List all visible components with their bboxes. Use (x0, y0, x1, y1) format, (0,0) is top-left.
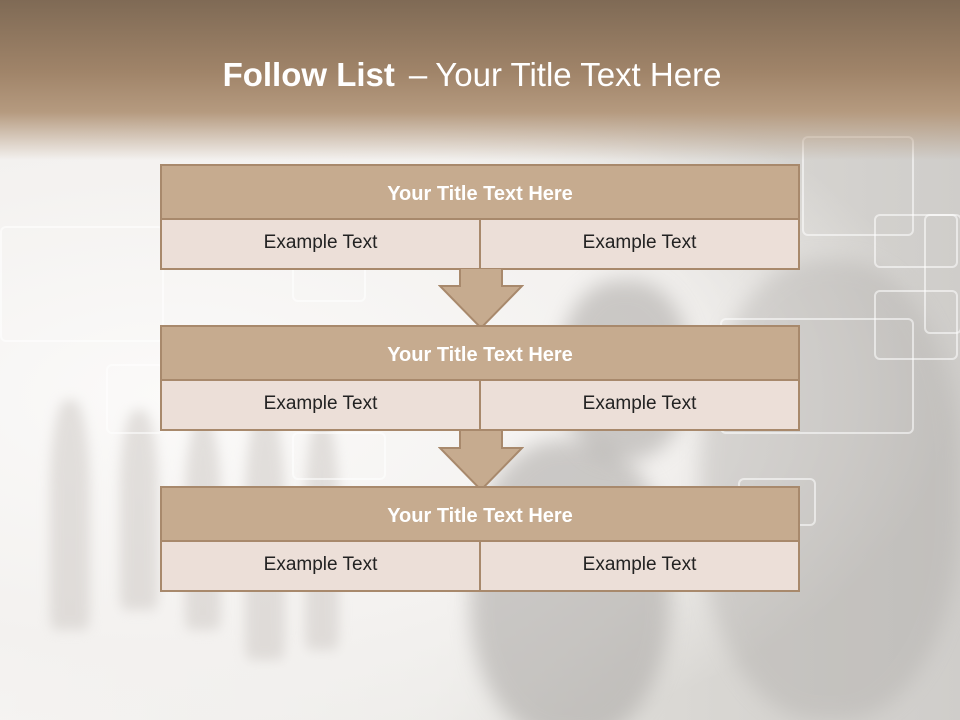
list-block-2: Your Title Text Here Example Text Exampl… (160, 325, 800, 431)
header-band (0, 0, 960, 160)
block-row: Example Text Example Text (160, 381, 800, 431)
block-cell-left: Example Text (160, 542, 481, 592)
block-row: Example Text Example Text (160, 542, 800, 592)
title-rest: Your Title Text Here (435, 56, 722, 93)
block-row: Example Text Example Text (160, 220, 800, 270)
list-block-3: Your Title Text Here Example Text Exampl… (160, 486, 800, 592)
background-frame (292, 432, 386, 480)
block-title: Your Title Text Here (160, 164, 800, 220)
block-cell-right: Example Text (481, 542, 800, 592)
block-title: Your Title Text Here (160, 325, 800, 381)
down-arrow-icon (438, 430, 524, 492)
block-title: Your Title Text Here (160, 486, 800, 542)
background-frame (0, 226, 164, 342)
title-dash: – (408, 56, 428, 93)
title-bold: Follow List (222, 56, 395, 93)
list-block-1: Your Title Text Here Example Text Exampl… (160, 164, 800, 270)
slide-title: Follow List–Your Title Text Here (0, 56, 944, 94)
background-person (120, 410, 158, 610)
background-frame (106, 364, 164, 434)
background-frame (924, 214, 960, 334)
block-cell-right: Example Text (481, 381, 800, 431)
block-cell-right: Example Text (481, 220, 800, 270)
background-frame (874, 290, 958, 360)
background-person (50, 400, 90, 630)
background-frame (874, 214, 958, 268)
down-arrow-icon (438, 268, 524, 330)
block-cell-left: Example Text (160, 220, 481, 270)
block-cell-left: Example Text (160, 381, 481, 431)
